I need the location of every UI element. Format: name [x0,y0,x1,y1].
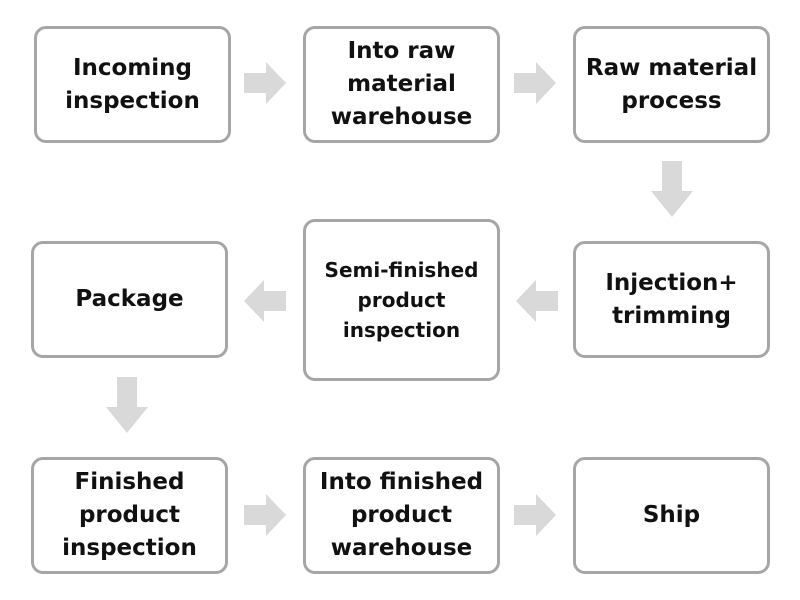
finished-product-inspection-label: Finished product inspection [62,469,197,561]
arrow-down-icon [106,377,148,433]
into-raw-material-warehouse-label: Into raw material warehouse [330,38,473,130]
arrow-left-icon [244,280,286,322]
into-finished-product-warehouse-box: Into finished product warehouse [303,457,500,574]
arrow-right-icon [514,494,556,536]
raw-material-process-label: Raw material process [585,54,758,114]
into-raw-material-warehouse-box: Into raw material warehouse [303,26,500,143]
raw-material-process-box: Raw material process [573,26,770,143]
arrow-right-icon [244,494,286,536]
arrow-down-icon [651,161,693,217]
incoming-inspection-label: Incoming inspection [65,54,200,114]
ship-box: Ship [573,457,770,574]
package-box: Package [31,241,228,358]
injection-trimming-box: Injection+ trimming [573,241,770,358]
incoming-inspection-box: Incoming inspection [34,26,231,143]
injection-trimming-label: Injection+ trimming [605,269,738,329]
semi-finished-inspection-label: Semi-finished product inspection [324,258,479,342]
finished-product-inspection-box: Finished product inspection [31,457,228,574]
semi-finished-inspection-box: Semi-finished product inspection [303,219,500,381]
package-label: Package [75,286,184,312]
ship-label: Ship [642,502,701,528]
into-finished-product-warehouse-label: Into finished product warehouse [319,469,484,561]
arrow-left-icon [516,280,558,322]
arrow-right-icon [244,62,286,104]
arrow-right-icon [514,62,556,104]
